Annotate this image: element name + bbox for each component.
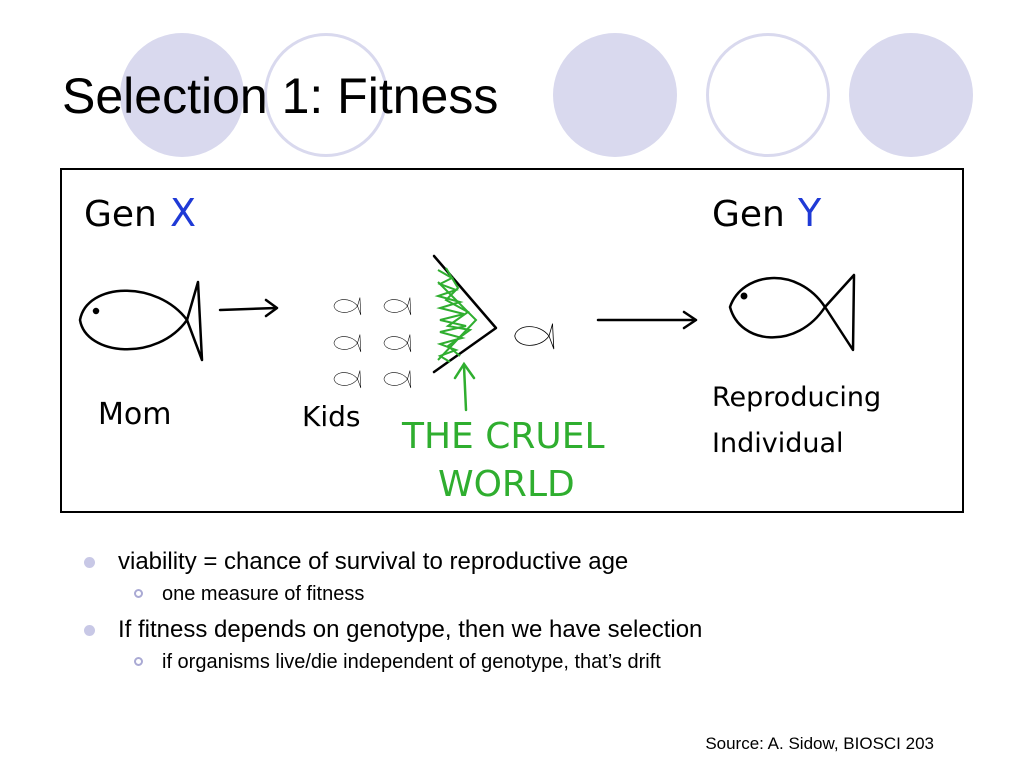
slide-title: Selection 1: Fitness — [62, 68, 499, 124]
bullet-dot-icon — [84, 625, 95, 636]
source-citation: Source: A. Sidow, BIOSCI 203 — [705, 734, 934, 753]
gen-x-letter: X — [170, 191, 196, 235]
decor-circle-2 — [553, 33, 677, 157]
sub-bullet-text: one measure of fitness — [162, 583, 365, 605]
bullet-text: If fitness depends on genotype, then we … — [118, 616, 703, 643]
decor-circle-3 — [849, 33, 973, 157]
bullet-list: viability = chance of survival to reprod… — [80, 545, 980, 681]
diagram-labels: Gen X Gen Y Mom Kids THE CRUEL WORLD Rep… — [84, 191, 881, 505]
decor-ring-2 — [706, 33, 830, 157]
gen-y-prefix: Gen — [712, 194, 785, 235]
arrow-mom-to-kids — [218, 298, 279, 318]
mom-fish — [78, 280, 204, 362]
sub-bullet-text: if organisms live/die independent of gen… — [162, 651, 661, 673]
decor-ring-1 — [264, 33, 388, 157]
bullet-ring-icon — [134, 589, 143, 598]
cruel-label-line2: WORLD — [438, 464, 575, 505]
cruel-world-wedge — [432, 254, 498, 374]
reproducing-label-line1: Reproducing — [712, 382, 881, 413]
scribble-mass — [434, 267, 478, 363]
sub-bullet-item: one measure of fitness — [80, 579, 980, 609]
mom-label: Mom — [98, 397, 171, 432]
kids-fish-group — [333, 297, 412, 389]
gen-y-letter: Y — [797, 191, 822, 235]
arrow-to-gen-y — [596, 310, 698, 330]
cruel-label-line1: THE CRUEL — [401, 416, 605, 457]
decor-circle-1 — [120, 33, 244, 157]
reproducing-fish — [728, 273, 856, 352]
gen-x-prefix: Gen — [84, 194, 157, 235]
bullet-item: viability = chance of survival to reprod… — [80, 545, 980, 579]
cruel-arrow — [453, 361, 476, 412]
reproducing-label-line2: Individual — [712, 428, 844, 459]
survivor-fish — [514, 323, 555, 350]
kids-label: Kids — [302, 400, 361, 433]
bullet-ring-icon — [134, 657, 143, 666]
bullet-text: viability = chance of survival to reprod… — [118, 548, 629, 575]
fitness-diagram: Gen X Gen Y Mom Kids THE CRUEL WORLD Rep… — [60, 168, 964, 513]
bullet-dot-icon — [84, 557, 95, 568]
bullet-item: If fitness depends on genotype, then we … — [80, 613, 980, 647]
diagram-canvas: Gen X Gen Y Mom Kids THE CRUEL WORLD Rep… — [78, 191, 881, 505]
sub-bullet-item: if organisms live/die independent of gen… — [80, 647, 980, 677]
